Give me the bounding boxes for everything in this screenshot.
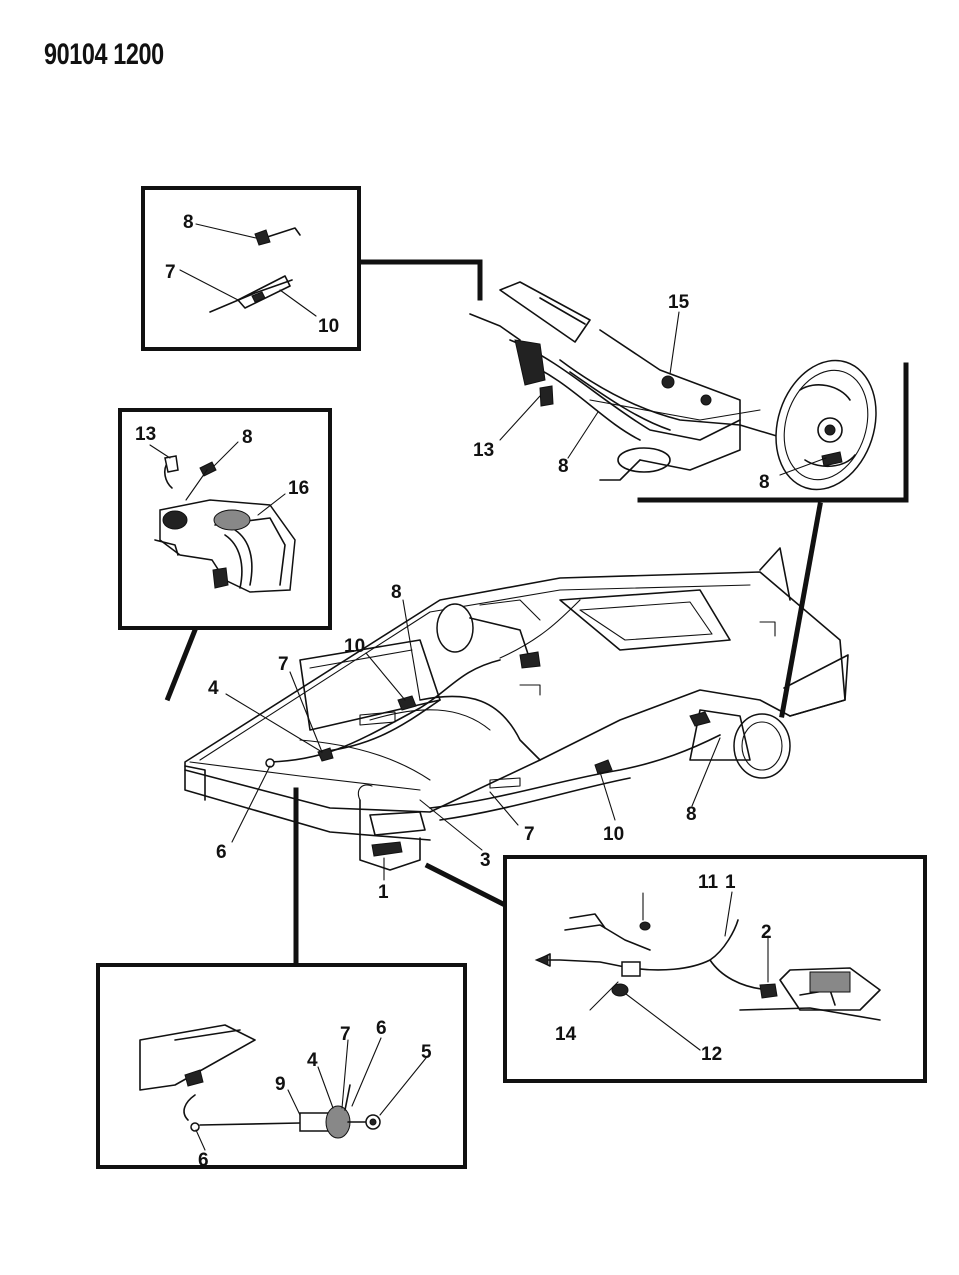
callout-label: 2 — [761, 922, 772, 943]
inset-lever: 11 1 2 14 12 — [503, 855, 927, 1083]
brake-cables — [265, 599, 721, 821]
callout-label: 13 — [135, 424, 156, 445]
callout-label: 7 — [524, 824, 535, 845]
callout-label: 7 — [278, 654, 289, 675]
callout-label: 8 — [183, 212, 194, 233]
callout-label: 5 — [421, 1042, 432, 1063]
callout-label: 8 — [686, 804, 697, 825]
main-callouts: 8 10 7 4 6 3 7 10 8 1 — [208, 582, 721, 903]
callout-label: 14 — [555, 1024, 577, 1045]
callout-label: 8 — [759, 472, 770, 493]
callout-label: 4 — [208, 678, 219, 699]
callout-label: 15 — [668, 292, 690, 313]
rear-axle-assembly — [469, 281, 791, 481]
inset-caliper: 13 8 16 — [118, 408, 332, 630]
callout-label: 1 — [378, 882, 389, 903]
callout-label: 11 — [698, 872, 719, 893]
callout-label: 12 — [701, 1044, 722, 1065]
callout-label: 16 — [288, 478, 309, 499]
callout-label: 4 — [307, 1050, 318, 1071]
page-code: 90104 1200 — [44, 38, 164, 71]
rear-callouts: 15 13 8 8 — [473, 292, 827, 493]
callout-label: 6 — [198, 1150, 209, 1171]
rear-drum-left — [436, 603, 541, 669]
connector-lines — [164, 259, 909, 968]
callout-label: 10 — [603, 824, 624, 845]
callout-label: 1 — [725, 872, 736, 893]
callout-label: 7 — [165, 262, 176, 283]
callout-label: 13 — [473, 440, 494, 461]
callout-label: 8 — [242, 427, 253, 448]
callout-label: 6 — [376, 1018, 387, 1039]
callout-label: 10 — [344, 636, 365, 657]
callout-label: 7 — [340, 1024, 351, 1045]
brake-lever-assembly — [357, 784, 426, 871]
callout-label: 8 — [558, 456, 569, 477]
callout-label: 8 — [391, 582, 402, 603]
rear-drum-right — [689, 709, 791, 779]
callout-label: 3 — [480, 850, 491, 871]
inset-equalizer: 9 4 7 6 5 6 — [96, 963, 467, 1171]
callout-label: 6 — [216, 842, 227, 863]
callout-label: 10 — [318, 316, 339, 337]
rear-backing-plate — [775, 359, 877, 491]
callout-label: 9 — [275, 1074, 286, 1095]
inset-cable-end: 8 7 10 — [141, 186, 361, 351]
